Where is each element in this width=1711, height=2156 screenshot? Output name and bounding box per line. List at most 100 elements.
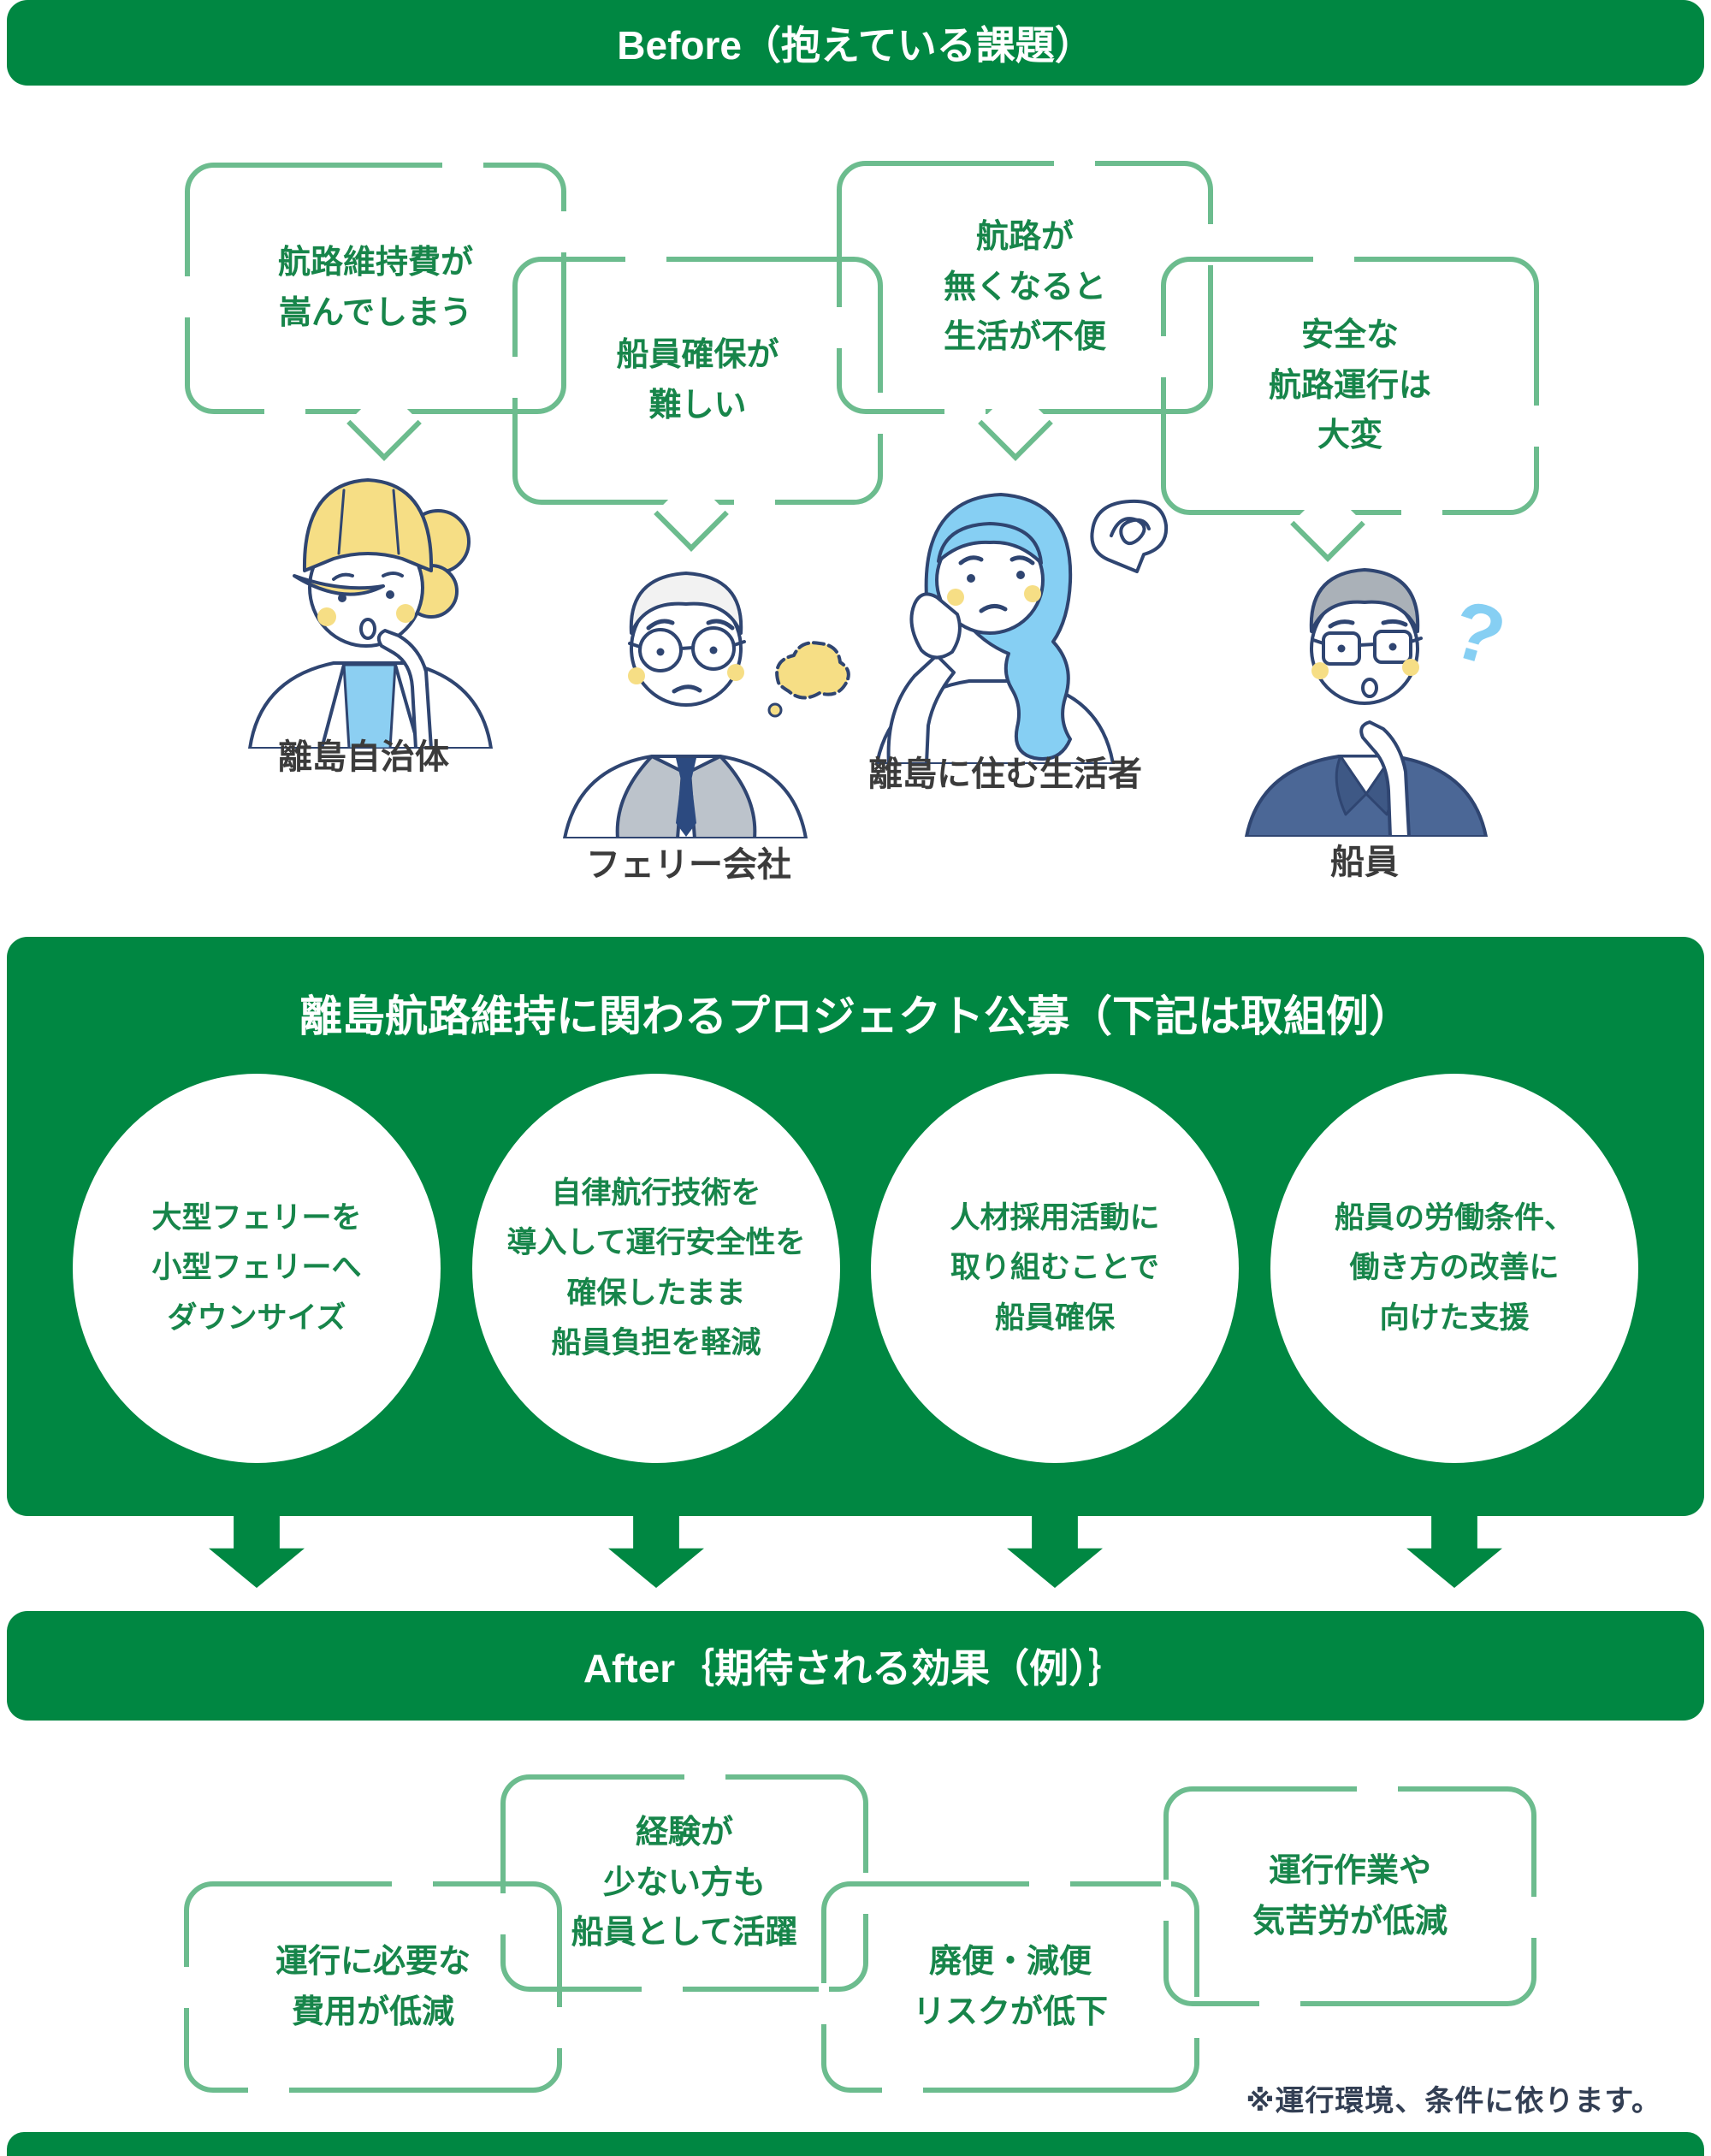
project-example-working-conditions: 船員の労働条件、 働き方の改善に 向けた支援: [1270, 1074, 1638, 1463]
after-bubble-inexperienced-crew: 経験が 少ない方も 船員として活躍: [498, 1772, 871, 1994]
border-gap: [181, 1967, 192, 2008]
border-gap: [1259, 1999, 1300, 2009]
worried-eyebrow: [958, 555, 984, 566]
sigh-cloud-icon: [775, 641, 850, 700]
border-gap: [1529, 1896, 1539, 1938]
hair: [629, 572, 743, 635]
border-gap: [247, 2085, 289, 2095]
border-gap: [559, 210, 569, 252]
project-header-title: 離島航路維持に関わるプロジェクト公募（下記は取組例）: [299, 992, 1412, 1040]
character-label-island-resident: 離島に住む生活者: [868, 755, 1142, 793]
lapel: [1335, 755, 1368, 816]
glasses-icon: [1322, 631, 1361, 666]
fringe: [937, 522, 1043, 565]
border-gap: [442, 160, 484, 170]
speech-bubble-tail: [346, 386, 422, 461]
speech-bubble-tail: [978, 386, 1053, 461]
speech-bubble-text: 航路が 無くなると 生活が不便: [943, 218, 1106, 356]
worry-scribble-icon: [1090, 499, 1169, 573]
border-gap: [641, 1984, 683, 1994]
after-bubble-text: 廃便・減便 リスクが低下: [912, 1943, 1108, 2030]
after-bubble-workload-reduction: 運行作業や 気苦労が低減: [1161, 1784, 1539, 2009]
down-arrow-icon: [1406, 1516, 1502, 1588]
speech-bubble-text: 船員確保が 難しい: [616, 337, 779, 424]
ferry-company-character-illustration: [522, 548, 856, 840]
speech-bubble-safe-operation: 安全な 航路運行は 大変: [1158, 254, 1542, 562]
border-gap: [1028, 1879, 1070, 1889]
border-gap: [944, 406, 986, 417]
border-gap: [554, 2007, 565, 2048]
border-gap: [391, 1879, 433, 1889]
worried-eyebrow: [1009, 555, 1035, 566]
character-label-ferry-company: フェリー会社: [586, 846, 791, 884]
frown-mouth: [979, 604, 1008, 613]
border-gap: [1158, 336, 1169, 377]
sad-eyebrow: [706, 619, 735, 631]
mouth: [1361, 678, 1378, 698]
border-gap: [182, 275, 192, 317]
sad-eyebrow: [646, 619, 675, 631]
border-gap: [1054, 158, 1096, 169]
border-gap: [1161, 1879, 1171, 1921]
hat-brim: [293, 574, 385, 596]
bottom-bar: [7, 2132, 1704, 2156]
municipality-woman-icon: [248, 478, 493, 750]
thinking-hand: [1359, 720, 1411, 838]
crew-man-icon: ?: [1245, 568, 1515, 838]
speech-bubble-crew-shortage: 船員確保が 難しい: [510, 254, 885, 552]
mouth: [359, 618, 376, 640]
project-example-text: 人材採用活動に 取り組むことで 船員確保: [950, 1201, 1160, 1335]
border-gap: [834, 306, 844, 348]
inner-shirt: [342, 663, 397, 750]
speech-bubble-text: 航路維持費が 嵩んでしまう: [277, 245, 473, 331]
hard-hat-icon: [302, 478, 434, 572]
thinking-hand: [376, 629, 433, 750]
speech-bubble-tail: [654, 477, 729, 552]
project-example-text: 自律航行技術を 導入して運行安全性を 確保したまま 船員負担を軽減: [506, 1176, 806, 1359]
before-section-header: Before（抱えている課題）: [7, 0, 1704, 86]
speech-bubble-maintenance-cost: 航路維持費が 嵩んでしまう: [182, 160, 569, 461]
border-gap: [1205, 224, 1216, 266]
down-arrow-icon: [209, 1516, 305, 1588]
down-arrow-icon: [608, 1516, 704, 1588]
border-gap: [625, 254, 667, 264]
after-bubble-text: 運行に必要な 費用が低減: [275, 1943, 471, 2030]
border-gap: [263, 406, 305, 417]
tie: [676, 780, 696, 837]
footnote: ※運行環境、条件に依ります。: [1246, 2085, 1661, 2118]
after-bubble-service-risk: 廃便・減便 リスクが低下: [819, 1879, 1202, 2095]
hand-on-cheek: [909, 592, 962, 660]
character-label-municipality: 離島自治体: [278, 738, 449, 776]
frown-mouth: [672, 684, 702, 694]
border-gap: [881, 2085, 923, 2095]
island-resident-character-illustration: [843, 469, 1172, 766]
tie-knot: [676, 758, 696, 780]
speech-bubble-route-loss: 航路が 無くなると 生活が不便: [834, 158, 1216, 461]
project-example-text: 大型フェリーを 小型フェリーへ ダウンサイズ: [151, 1201, 362, 1335]
after-bubble-text: 運行作業や 気苦労が低減: [1252, 1852, 1448, 1940]
before-header-title: Before（抱えている課題）: [617, 23, 1094, 68]
border-gap: [819, 1982, 829, 2024]
project-example-recruiting: 人材採用活動に 取り組むことで 船員確保: [871, 1074, 1239, 1463]
border-gap: [498, 1893, 508, 1935]
border-gap: [733, 497, 775, 507]
after-header-title: After｛期待される効果（例）｝: [583, 1646, 1128, 1691]
municipality-character-illustration: [214, 458, 522, 750]
border-gap: [1531, 406, 1542, 447]
border-gap: [1313, 254, 1354, 264]
border-gap: [1192, 1997, 1202, 2039]
border-gap: [1401, 507, 1443, 518]
down-arrow-icon: [1007, 1516, 1103, 1588]
after-section-header: After｛期待される効果（例）｝: [7, 1611, 1704, 1721]
gray-hair: [1309, 568, 1420, 633]
border-gap: [510, 357, 520, 399]
glasses-icon: [638, 628, 683, 672]
border-gap: [1357, 1784, 1399, 1794]
question-mark-icon: ?: [1442, 583, 1515, 684]
island-resident-woman-icon: [875, 493, 1169, 766]
border-gap: [684, 1772, 725, 1782]
crew-character-illustration: ?: [1211, 548, 1527, 838]
after-bubble-text: 経験が 少ない方も 船員として活躍: [571, 1814, 798, 1952]
project-example-text: 船員の労働条件、 働き方の改善に 向けた支援: [1334, 1201, 1574, 1335]
